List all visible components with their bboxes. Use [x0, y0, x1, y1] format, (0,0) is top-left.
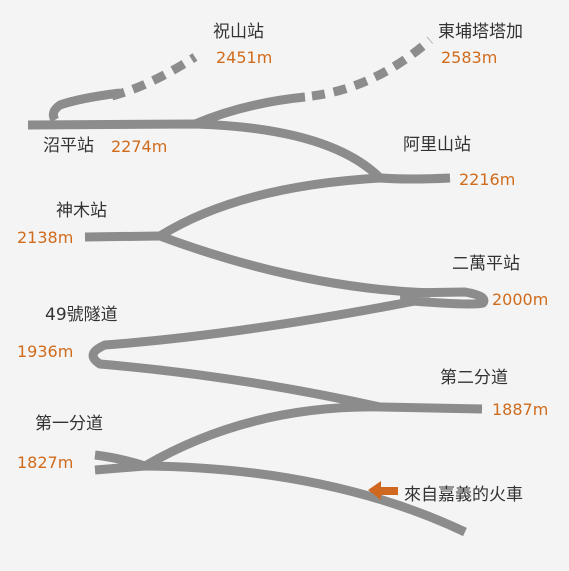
- station-second-switchback-elevation: 1887m: [492, 400, 549, 419]
- station-second-switchback-name: 第二分道: [440, 368, 508, 388]
- station-first-switchback-elevation: 1827m: [17, 453, 74, 472]
- track-alishan-to-shenmu: [157, 173, 381, 240]
- track-zhaoping-line: [27, 119, 384, 182]
- track-zhushan-branch: [48, 88, 121, 123]
- track-shenmu-to-erwanping: [158, 231, 431, 298]
- station-shenmu-name: 神木站: [56, 201, 107, 221]
- track-second-switchback-spur: [379, 402, 483, 414]
- station-first-switchback-name: 第一分道: [35, 414, 103, 434]
- station-alishan-name: 阿里山站: [403, 135, 471, 155]
- station-erwanping-name: 二萬平站: [452, 254, 520, 274]
- station-dongpu-elevation: 2583m: [441, 48, 498, 67]
- station-shenmu-elevation: 2138m: [17, 228, 74, 247]
- station-tunnel49-elevation: 1936m: [17, 342, 74, 361]
- station-zhaoping-name: 沼平站: [43, 136, 94, 156]
- track-shenmu-spur: [84, 231, 161, 242]
- track-erwanping-to-tunnel49: [88, 295, 421, 412]
- track-from-chiayi: [94, 461, 467, 537]
- station-alishan-elevation: 2216m: [459, 170, 516, 189]
- dashed-track-to-zhushan: [110, 53, 198, 101]
- station-zhaoping-elevation: 2274m: [111, 137, 168, 156]
- track-second-to-first-switchback: [142, 402, 381, 470]
- station-dongpu-name: 東埔塔塔加: [438, 22, 523, 42]
- track-dongpu-branch: [193, 92, 306, 129]
- station-erwanping-elevation: 2000m: [492, 290, 549, 309]
- station-zhushan-name: 祝山站: [213, 22, 264, 42]
- station-tunnel49-name: 49號隧道: [45, 305, 118, 325]
- legend-train-from-chiayi: 來自嘉義的火車: [404, 485, 523, 505]
- station-zhushan-elevation: 2451m: [216, 48, 273, 67]
- dashed-track-to-dongpu: [311, 36, 433, 101]
- left-arrow-icon: [368, 481, 398, 500]
- track-alishan-spur: [379, 173, 451, 184]
- track-erwanping-loop: [399, 287, 489, 309]
